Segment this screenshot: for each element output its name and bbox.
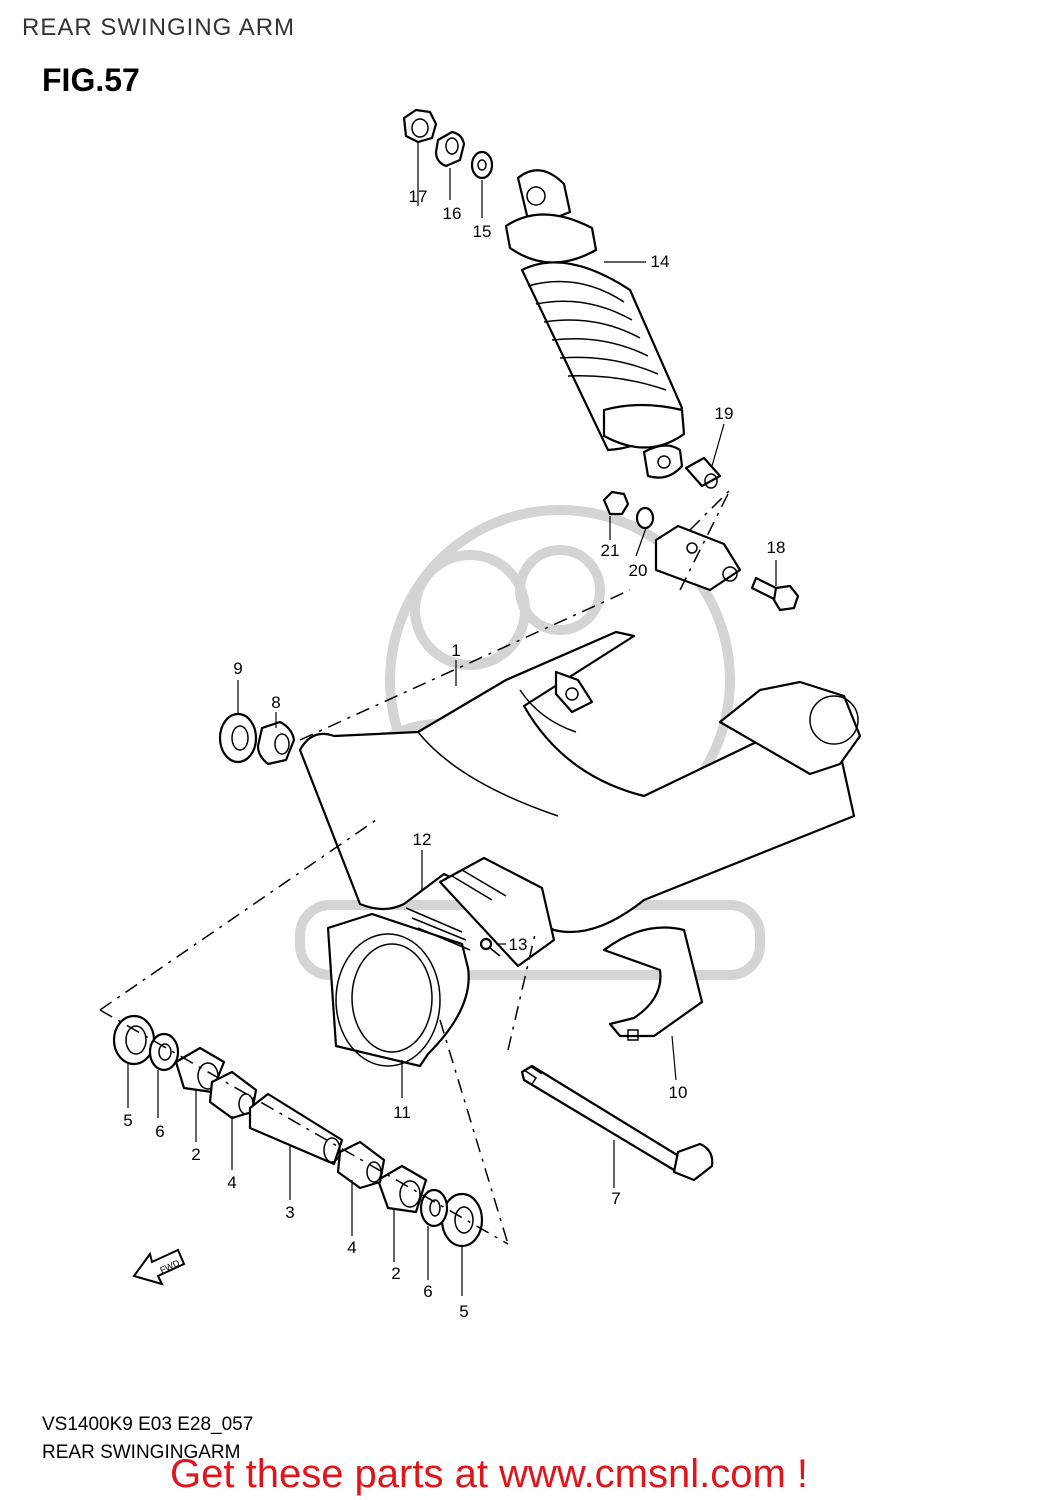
callout-1: 1: [451, 641, 460, 660]
part-8-bushing: [256, 720, 296, 766]
callout-11: 11: [393, 1103, 411, 1122]
part-4-spacer-right: [336, 1140, 386, 1190]
model-code: VS1400K9 E03 E28_057: [42, 1414, 254, 1435]
part-1-swingarm: [298, 630, 862, 934]
callout-6-left: 6: [155, 1122, 164, 1141]
callout-6-right: 6: [423, 1282, 432, 1301]
part-5-seal-left: [112, 1014, 156, 1066]
figure-label: FIG.57: [42, 62, 140, 98]
part-15-washer: [470, 150, 494, 180]
callout-8: 8: [271, 693, 280, 712]
part-9-cap: [218, 712, 258, 764]
part-7-pivot-bolt: [520, 1064, 714, 1182]
callout-9: 9: [233, 659, 242, 678]
callout-17: 17: [409, 187, 428, 206]
callout-19: 19: [715, 404, 734, 423]
callout-20: 20: [629, 561, 648, 580]
callout-5-right: 5: [459, 1302, 468, 1321]
callout-2-right: 2: [391, 1264, 400, 1283]
callout-21: 21: [601, 541, 620, 560]
assembly-center-lines: [99, 489, 731, 1245]
callout-4-left: 4: [227, 1173, 236, 1192]
page-header-title: REAR SWINGING ARM: [22, 14, 296, 41]
shock-mount-bracket: [654, 524, 742, 592]
callout-2-left: 2: [191, 1145, 200, 1164]
callout-18: 18: [767, 538, 786, 557]
part-12-boot: [438, 856, 556, 968]
part-5-seal-right: [440, 1192, 484, 1248]
callout-16: 16: [443, 204, 462, 223]
part-16-bushing: [434, 130, 466, 168]
callout-7: 7: [611, 1189, 620, 1208]
part-2-bearing-right: [376, 1164, 428, 1214]
diagram-caption: REAR SWINGINGARM: [42, 1442, 241, 1463]
part-6-washer-right: [419, 1188, 449, 1228]
part-13-screw: [479, 937, 501, 957]
part-21-nut: [602, 490, 630, 516]
part-17-nut: [402, 108, 438, 144]
fwd-arrow-icon: FWD: [132, 1248, 186, 1286]
part-19-collar: [684, 456, 722, 489]
callout-4-right: 4: [347, 1238, 356, 1257]
callout-leaders: [127, 142, 777, 1296]
callout-5-left: 5: [123, 1111, 132, 1130]
callout-3: 3: [285, 1203, 294, 1222]
callout-10: 10: [669, 1083, 688, 1102]
callout-15: 15: [473, 222, 492, 241]
part-11-housing: [326, 907, 471, 1068]
callout-14: 14: [651, 252, 670, 271]
callout-13: 13: [509, 935, 528, 954]
part-20-washer: [635, 506, 655, 530]
promo-banner[interactable]: Get these parts at www.cmsnl.com !: [170, 1452, 808, 1496]
part-3-sleeve: [248, 1092, 344, 1166]
part-18-bolt: [750, 576, 800, 612]
part-14-shock-absorber: [504, 169, 686, 479]
part-10-guard: [602, 926, 704, 1041]
callout-12: 12: [413, 830, 432, 849]
